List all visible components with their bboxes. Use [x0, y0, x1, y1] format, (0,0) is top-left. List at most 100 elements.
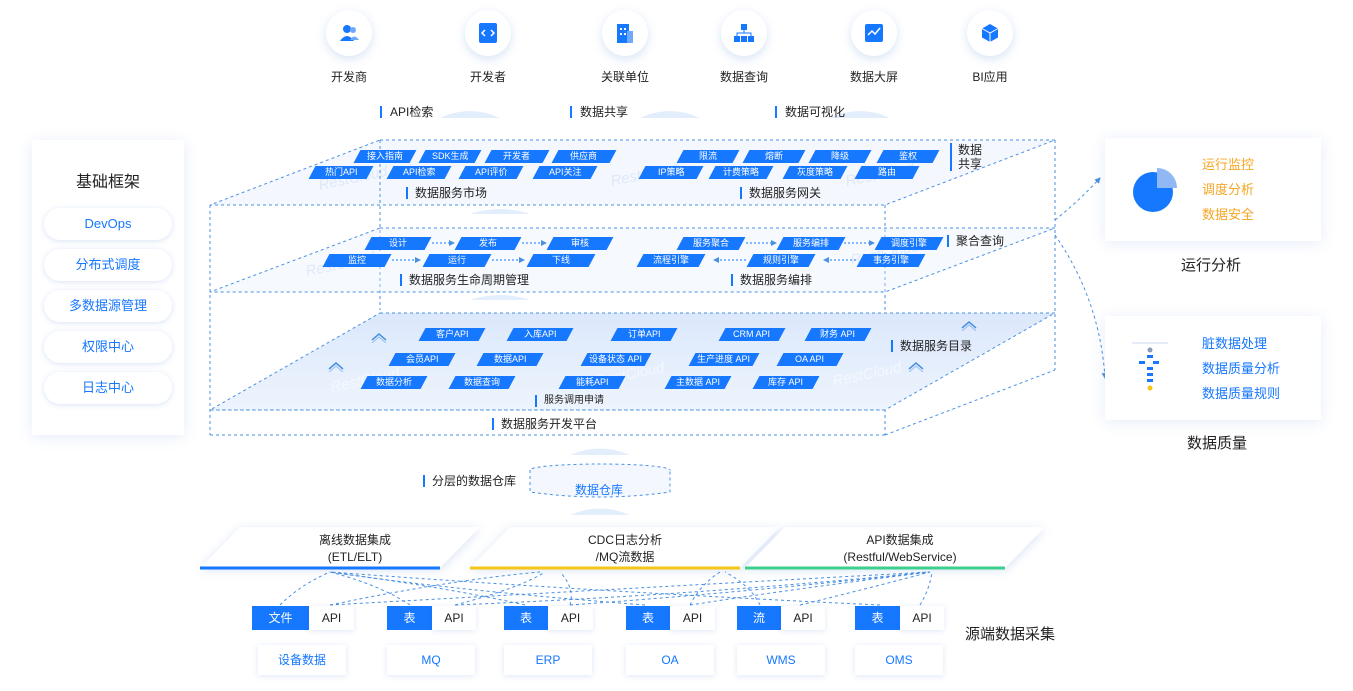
source-mq[interactable]: MQ: [387, 645, 475, 675]
integration-title: 离线数据集成: [318, 533, 391, 547]
cube-icon: [967, 10, 1013, 56]
cdc-integration-card[interactable]: CDC日志分析 /MQ流数据: [520, 532, 730, 566]
tag-master-data-api[interactable]: 主数据 API: [664, 376, 732, 389]
hierarchy-icon: [721, 10, 767, 56]
source-erp[interactable]: ERP: [504, 645, 592, 675]
data-quality-panel: 脏数据处理 数据质量分析 数据质量规则: [1105, 316, 1321, 420]
pie-chart-icon: [1133, 168, 1177, 212]
tag-developer[interactable]: 开发者: [484, 150, 550, 163]
quality-rules-item[interactable]: 数据质量规则: [1202, 386, 1281, 401]
tag-production-api[interactable]: 生产进度 API: [688, 353, 760, 366]
tag-route[interactable]: 路由: [854, 166, 920, 179]
consumer-big-screen[interactable]: 数据大屏: [829, 10, 919, 85]
tag-access-guide[interactable]: 接入指南: [353, 150, 417, 163]
tag-ip-policy[interactable]: IP策略: [638, 166, 704, 179]
chevron-up-icon: [961, 321, 977, 331]
consumer-developer[interactable]: 开发者: [443, 10, 533, 85]
runtime-monitor-item[interactable]: 运行监控: [1202, 157, 1255, 172]
quality-analysis-item[interactable]: 数据质量分析: [1202, 361, 1281, 376]
tag-data-query[interactable]: 数据查询: [448, 376, 516, 389]
source-wms[interactable]: WMS: [737, 645, 825, 675]
offline-integration-card[interactable]: 离线数据集成 (ETL/ELT): [260, 532, 450, 566]
api-integration-card[interactable]: API数据集成 (Restful/WebService): [790, 532, 1010, 566]
source-api[interactable]: API: [432, 606, 476, 630]
tag-sdk[interactable]: SDK生成: [418, 150, 482, 163]
dirty-data-item[interactable]: 脏数据处理: [1202, 336, 1268, 351]
source-type-table[interactable]: 表: [387, 606, 432, 630]
tag-circuit-breaker[interactable]: 熔断: [742, 150, 806, 163]
tag-crm-api[interactable]: CRM API: [718, 328, 786, 341]
data-security-item[interactable]: 数据安全: [1202, 207, 1255, 222]
framework-item-log[interactable]: 日志中心: [44, 372, 172, 404]
tag-energy-api[interactable]: 能耗API: [558, 376, 626, 389]
building-icon: [602, 10, 648, 56]
tag-supplier[interactable]: 供应商: [551, 150, 617, 163]
tag-hot-api[interactable]: 热门API: [308, 166, 374, 179]
tag-member-api[interactable]: 会员API: [388, 353, 456, 366]
integration-subtitle: (Restful/WebService): [843, 550, 957, 564]
source-type-table[interactable]: 表: [504, 606, 548, 630]
framework-item-datasource[interactable]: 多数据源管理: [44, 290, 172, 322]
layer2-side-label: 聚合查询: [947, 235, 1004, 247]
tag-order-api[interactable]: 订单API: [610, 328, 678, 341]
tag-customer-api[interactable]: 客户API: [418, 328, 486, 341]
tag-gray-policy[interactable]: 灰度策略: [782, 166, 848, 179]
consumer-label: 关联单位: [600, 70, 649, 84]
integration-subtitle: /MQ流数据: [595, 550, 655, 564]
source-device-data[interactable]: 设备数据: [258, 645, 346, 675]
source-api[interactable]: API: [309, 606, 354, 630]
tag-data-analysis[interactable]: 数据分析: [360, 376, 428, 389]
consumer-label: 开发商: [330, 70, 367, 84]
tag-finance-api[interactable]: 财务 API: [804, 328, 872, 341]
lifecycle-management-label: 数据服务生命周期管理: [400, 274, 529, 286]
consumer-label: 开发者: [469, 70, 506, 84]
people-icon: [326, 10, 372, 56]
tag-billing-policy[interactable]: 计费策略: [708, 166, 774, 179]
source-api[interactable]: API: [548, 606, 593, 630]
runtime-analysis-panel: 运行监控 调度分析 数据安全: [1105, 138, 1321, 241]
source-api[interactable]: API: [670, 606, 715, 630]
source-oms[interactable]: OMS: [855, 645, 943, 675]
tag-api-search[interactable]: API检索: [386, 166, 452, 179]
data-service-gateway-label: 数据服务网关: [740, 187, 821, 199]
warehouse-label: 分层的数据仓库: [423, 475, 516, 487]
source-type-table[interactable]: 表: [626, 606, 670, 630]
consumer-label: 数据大屏: [849, 70, 898, 84]
tag-data-api[interactable]: 数据API: [476, 353, 544, 366]
source-type-stream[interactable]: 流: [737, 606, 781, 630]
tag-device-status-api[interactable]: 设备状态 API: [580, 353, 652, 366]
consumer-bi-app[interactable]: BI应用: [945, 10, 1035, 85]
framework-item-permission[interactable]: 权限中心: [44, 331, 172, 363]
runtime-analysis-items: 运行监控 调度分析 数据安全: [1202, 152, 1254, 227]
tag-inventory-api[interactable]: 库存 API: [752, 376, 820, 389]
consumer-label: 数据查询: [719, 70, 768, 84]
source-type-file[interactable]: 文件: [252, 606, 309, 630]
framework-item-devops[interactable]: DevOps: [44, 208, 172, 240]
tag-rate-limit[interactable]: 限流: [676, 150, 740, 163]
base-framework-panel: 基础框架 DevOps 分布式调度 多数据源管理 权限中心 日志中心: [32, 140, 184, 435]
consumer-developer-company[interactable]: 开发商: [304, 10, 394, 85]
tag-degrade[interactable]: 降级: [808, 150, 872, 163]
source-api[interactable]: API: [781, 606, 825, 630]
data-quality-caption: 数据质量: [1187, 435, 1248, 452]
integration-title: API数据集成: [866, 533, 934, 547]
source-api[interactable]: API: [900, 606, 944, 630]
consumer-data-query[interactable]: 数据查询: [699, 10, 789, 85]
schedule-analysis-item[interactable]: 调度分析: [1202, 182, 1255, 197]
source-oa[interactable]: OA: [626, 645, 714, 675]
service-orchestration-label: 数据服务编排: [731, 274, 812, 286]
tag-api-follow[interactable]: API关注: [532, 166, 598, 179]
tag-inbound-api[interactable]: 入库API: [506, 328, 574, 341]
consumer-affiliate[interactable]: 关联单位: [580, 10, 670, 85]
source-type-table[interactable]: 表: [855, 606, 900, 630]
tag-api-review[interactable]: API评价: [458, 166, 524, 179]
framework-item-scheduler[interactable]: 分布式调度: [44, 249, 172, 281]
chevron-up-icon: [908, 362, 924, 372]
data-service-market-label: 数据服务市场: [406, 187, 487, 199]
flow-icon: [1132, 342, 1168, 391]
orchestration-arrows: [713, 240, 875, 263]
warehouse-name[interactable]: 数据仓库: [575, 483, 624, 497]
base-framework-title: 基础框架: [75, 174, 140, 191]
tag-oa-api[interactable]: OA API: [776, 353, 844, 366]
tag-auth[interactable]: 鉴权: [876, 150, 940, 163]
